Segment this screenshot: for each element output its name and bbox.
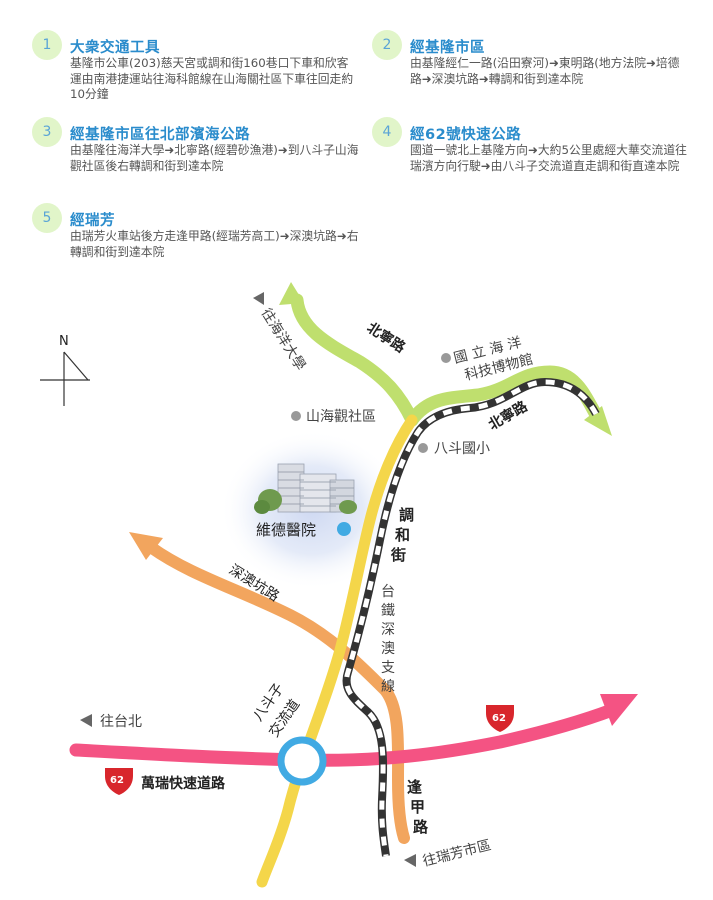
railway-label-5: 支 [381, 660, 395, 676]
route-5: 5 經瑞芳 由瑞芳火車站後方走逢甲路(經瑞芳高工)➜深澳坑路➜右轉調和街到達本院 [32, 203, 359, 273]
route-title: 經瑞芳 [70, 213, 115, 229]
fengjia-road-label-2: 甲 [410, 798, 425, 816]
tiaohe-street-label-2: 和 [395, 526, 410, 544]
railway-label-3: 深 [381, 622, 395, 638]
railway-line [342, 377, 600, 857]
route-title: 經基隆市區往北部濱海公路 [70, 127, 250, 143]
shenaokeng-arrow [129, 532, 163, 560]
railway-label-4: 澳 [381, 641, 395, 657]
beining-road-upper-label: 北寧路 [364, 319, 409, 357]
badou-elementary-label: 八斗國小 [434, 441, 490, 457]
triangle-marker-icon [80, 714, 92, 727]
route-1: 1 大衆交通工具 基隆市公車(203)慈天宮或調和街160巷口下車和欣客運由南港… [32, 30, 353, 110]
route-number-badge: 2 [372, 30, 402, 60]
route-title: 經基隆市區 [410, 40, 485, 56]
route-62-shield-number: 62 [110, 775, 124, 786]
route-description: 國道一號北上基隆方向➜大約5公里處經大華交流道往瑞濱方向行駛➜由八斗子交流道直走… [410, 143, 687, 173]
beining-road-upper [290, 293, 419, 427]
beining-road-lower [405, 365, 603, 427]
tiaohe-street [256, 414, 418, 888]
route-62-shield-number: 62 [492, 713, 506, 724]
shenaokeng-road [146, 542, 410, 844]
route-4: 4 經62號快速公路 國道一號北上基隆方向➜大約5公里處經大華交流道往瑞濱方向行… [372, 117, 692, 197]
tiaohe-street-label-3: 街 [390, 546, 406, 564]
hospital-building-icon [254, 463, 357, 514]
triangle-marker-icon [253, 292, 264, 305]
tiaohe-street-label-1: 調 [399, 506, 414, 524]
railway-label-2: 鐵 [381, 602, 395, 619]
route-description: 由基隆經仁一路(沿田寮河)➜東明路(地方法院➜培德路➜深澳坑路➜轉調和街到達本院 [410, 56, 680, 86]
route-2: 2 經基隆市區 由基隆經仁一路(沿田寮河)➜東明路(地方法院➜培德路➜深澳坑路➜… [372, 30, 692, 110]
compass-north-label: N [59, 334, 69, 349]
wanrui-freeway [69, 703, 619, 767]
wanrui-freeway-label: 萬瑞快速道路 [141, 775, 226, 792]
poi-dot-icon [291, 411, 301, 421]
freeway-arrow [600, 694, 638, 726]
hospital-location-dot-icon [337, 522, 351, 536]
route-description: 由基隆往海洋大學➜北寧路(經碧砂漁港)➜到八斗子山海觀社區後右轉調和街到達本院 [70, 143, 359, 173]
poi-dot-icon [418, 443, 428, 453]
triangle-marker-icon [404, 854, 416, 867]
route-62-shield-icon [486, 705, 514, 732]
route-number-badge: 5 [32, 203, 62, 233]
poi-dot-icon [441, 353, 451, 363]
route-number-badge: 1 [32, 30, 62, 60]
route-number-badge: 3 [32, 117, 62, 147]
route-3: 3 經基隆市區往北部濱海公路 由基隆往海洋大學➜北寧路(經碧砂漁港)➜到八斗子山… [32, 117, 359, 197]
compass-icon [40, 351, 90, 406]
shanhai-community-label: 山海觀社區 [306, 409, 376, 425]
route-number-badge: 4 [372, 117, 402, 147]
hospital-label: 維德醫院 [256, 521, 316, 539]
railway-label-6: 線 [381, 679, 395, 695]
to-taipei-label: 往台北 [100, 714, 142, 730]
route-62-shield-icon [105, 768, 133, 795]
route-description: 由瑞芳火車站後方走逢甲路(經瑞芳高工)➜深澳坑路➜右轉調和街到達本院 [70, 229, 359, 259]
route-title: 大衆交通工具 [70, 40, 160, 56]
route-title: 經62號快速公路 [410, 127, 522, 143]
beining-arrow-right [584, 406, 612, 436]
route-description: 基隆市公車(203)慈天宮或調和街160巷口下車和欣客運由南港捷運站往海科館線在… [70, 56, 354, 101]
fengjia-road-label-3: 路 [413, 818, 429, 836]
to-ruifang-label: 往瑞芳市區 [421, 836, 493, 869]
beining-arrow-up [279, 282, 304, 305]
fengjia-road-label-1: 逢 [407, 778, 422, 796]
interchange-roundabout [277, 736, 327, 786]
railway-label-1: 台 [381, 584, 395, 600]
